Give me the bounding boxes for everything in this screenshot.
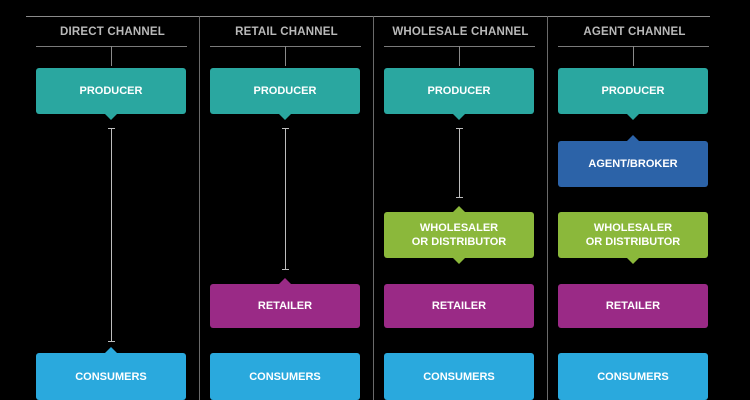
agent-broker-box: AGENT/BROKER	[558, 135, 708, 187]
retail-producer-box: PRODUCER	[210, 68, 360, 120]
header-agent-channel: AGENT CHANNEL	[583, 26, 686, 38]
connector-cap	[282, 269, 289, 270]
wholesale-producer-box: PRODUCER	[384, 68, 534, 120]
agent-retailer-box: RETAILER	[558, 284, 708, 328]
header-tick	[633, 46, 634, 66]
top-rule	[26, 16, 710, 17]
connector-line	[111, 128, 112, 342]
agent-consumers-box: CONSUMERS	[558, 353, 708, 400]
header-retail-channel: RETAIL CHANNEL	[235, 26, 338, 38]
column-divider	[199, 16, 200, 400]
connector-line	[285, 128, 286, 270]
direct-producer-box: PRODUCER	[36, 68, 186, 120]
header-tick	[285, 46, 286, 66]
column-divider	[373, 16, 374, 400]
direct-consumers-box: CONSUMERS	[36, 347, 186, 400]
header-tick	[111, 46, 112, 66]
wholesale-retailer-box: RETAILER	[384, 284, 534, 328]
retail-retailer-box: RETAILER	[210, 278, 360, 328]
connector-cap	[456, 128, 463, 129]
column-divider	[547, 16, 548, 400]
connector-line	[459, 128, 460, 198]
connector-cap	[282, 128, 289, 129]
connector-cap	[456, 197, 463, 198]
header-tick	[459, 46, 460, 66]
retail-consumers-box: CONSUMERS	[210, 353, 360, 400]
header-direct-channel: DIRECT CHANNEL	[59, 26, 166, 38]
connector-cap	[108, 128, 115, 129]
connector-cap	[108, 341, 115, 342]
agent-producer-box: PRODUCER	[558, 68, 708, 120]
wholesale-consumers-box: CONSUMERS	[384, 353, 534, 400]
header-wholesale-channel: WHOLESALE CHANNEL	[392, 26, 529, 38]
